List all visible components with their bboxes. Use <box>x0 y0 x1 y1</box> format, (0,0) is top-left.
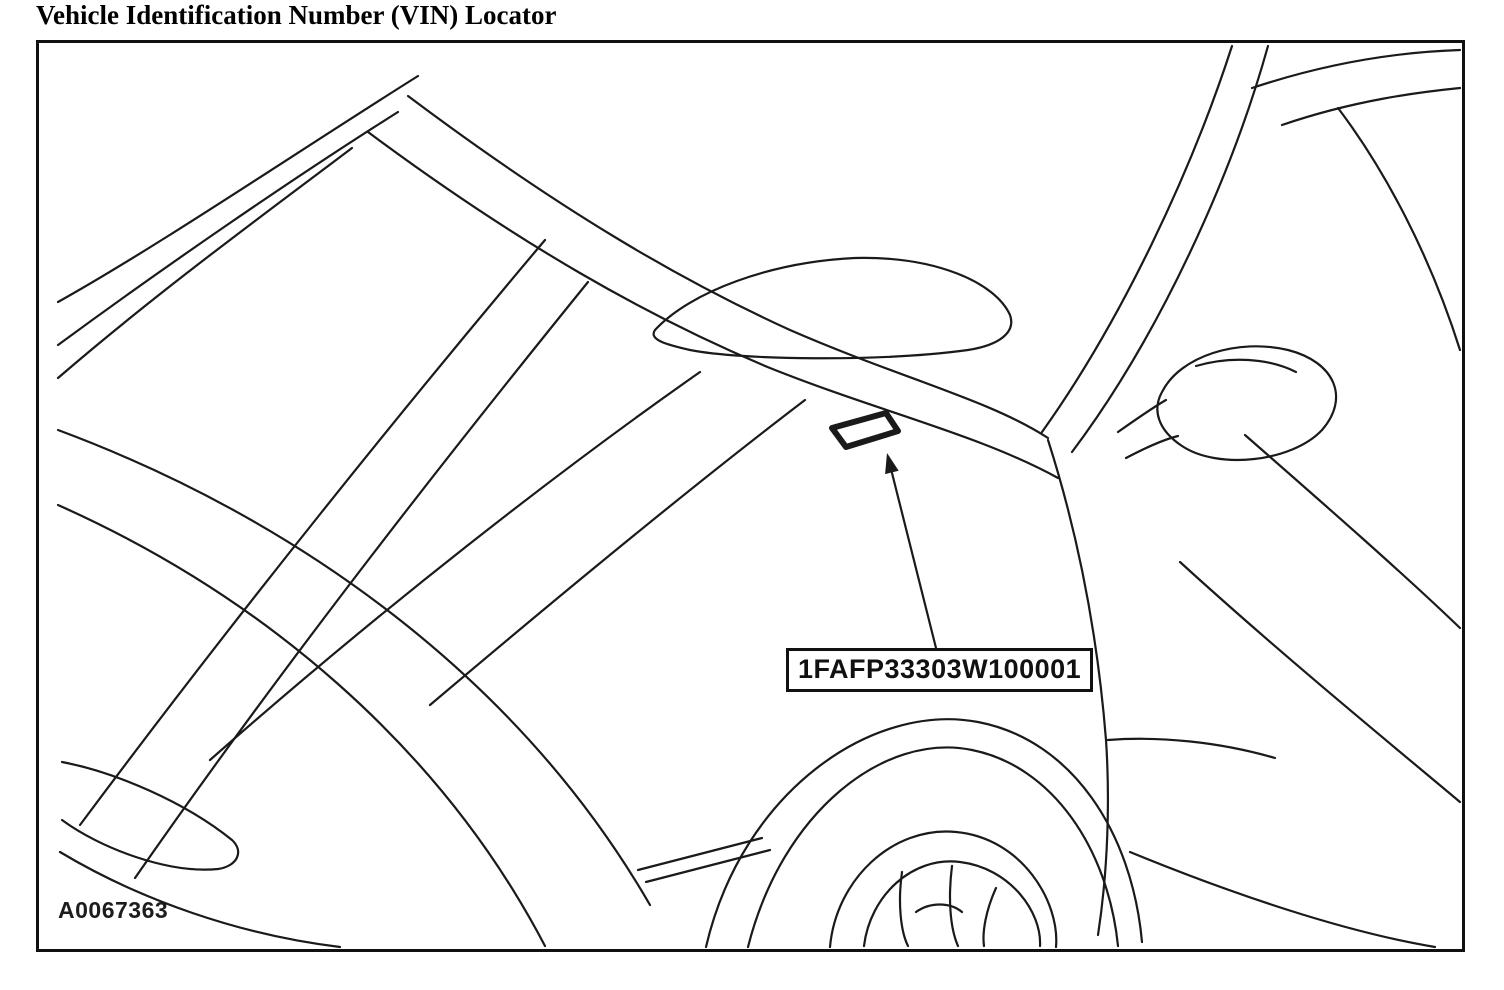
vin-plate-marker <box>829 410 901 450</box>
vin-label-box: 1FAFP33303W100001 <box>786 648 1094 692</box>
cowl-lines <box>366 94 1060 480</box>
vin-label-text: 1FAFP33303W100001 <box>798 654 1082 684</box>
side-mirror <box>1116 345 1338 462</box>
windshield-pillar-lines <box>56 74 420 380</box>
wheel-arch <box>704 718 1144 949</box>
figure-frame <box>36 40 1465 952</box>
wiper-recess <box>652 256 1013 360</box>
figure-code: A0067363 <box>58 897 169 923</box>
hood-lines <box>56 238 807 949</box>
a-pillar-right <box>1040 44 1270 937</box>
body-side-lines <box>1106 433 1462 949</box>
roof-lines <box>1250 48 1462 352</box>
vin-callout-arrow <box>885 453 938 650</box>
trim-lines <box>636 836 772 884</box>
headlamp-outline <box>60 760 240 871</box>
front-wheel <box>828 830 1058 949</box>
page-title: Vehicle Identification Number (VIN) Loca… <box>36 0 557 30</box>
